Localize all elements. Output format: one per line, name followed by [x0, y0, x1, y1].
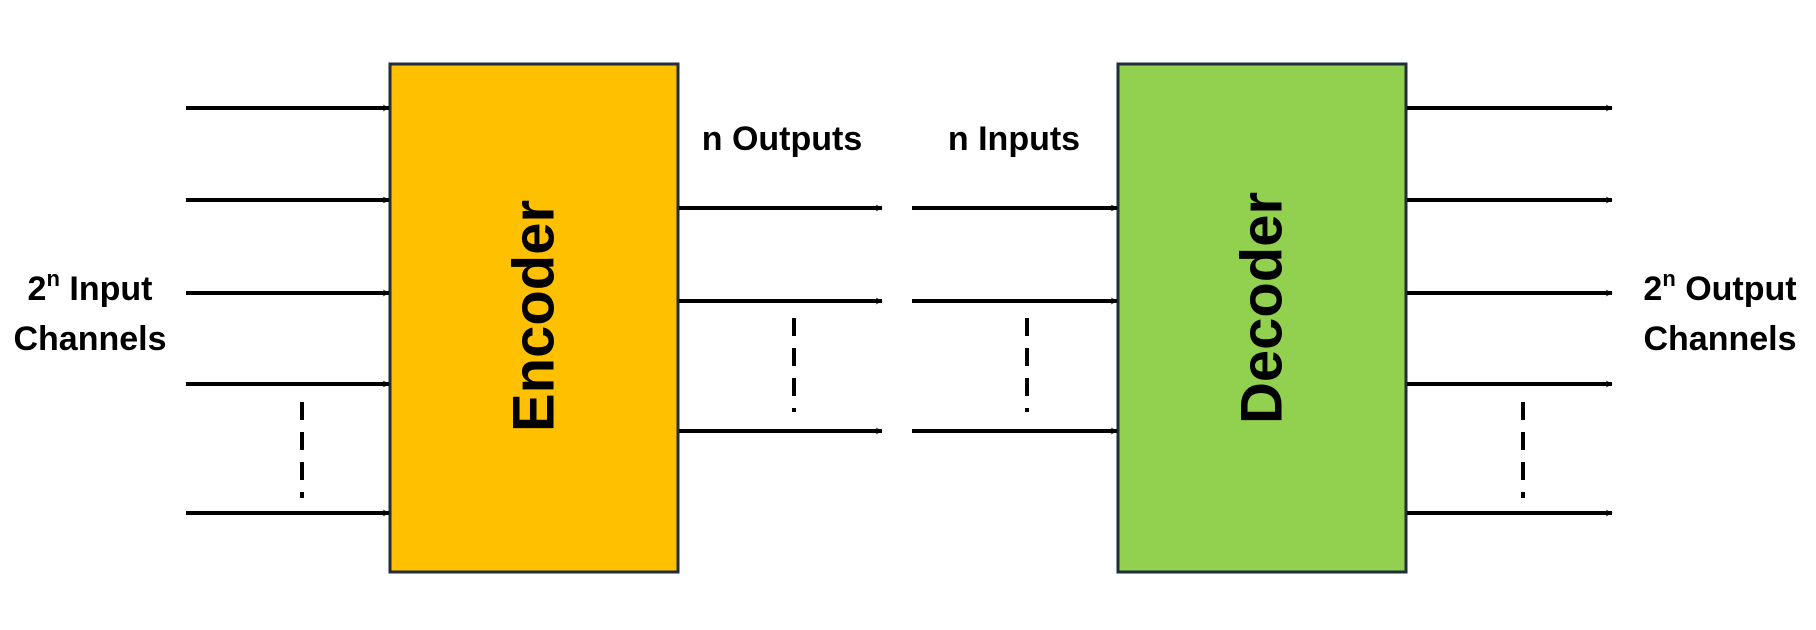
- output-channels-rest: Output: [1676, 270, 1797, 308]
- encoder-outputs-label: n Outputs: [702, 120, 863, 158]
- encoder-label: Encoder: [502, 200, 567, 432]
- encoder-block: [388, 62, 680, 574]
- decoder-input-arrows: [912, 204, 1118, 435]
- encoder-input-arrows: [186, 104, 390, 517]
- encoder-output-arrows: [679, 204, 883, 435]
- decoder-output-arrows: [1407, 104, 1613, 517]
- input-channels-rest: Input: [60, 270, 153, 308]
- decoder-inputs-label: n Inputs: [948, 120, 1080, 158]
- output-channels-label: 2n Output: [1643, 266, 1796, 308]
- output-channels-base: 2: [1643, 270, 1662, 308]
- input-channels-line2: Channels: [13, 320, 166, 358]
- output-channels-exponent: n: [1662, 266, 1675, 291]
- output-channels-line2: Channels: [1643, 320, 1796, 358]
- input-channels-label: 2n Input: [28, 266, 153, 308]
- decoder-block: [1116, 62, 1408, 574]
- input-channels-exponent: n: [46, 266, 59, 291]
- decoder-label: Decoder: [1230, 192, 1295, 424]
- input-channels-base: 2: [28, 270, 47, 308]
